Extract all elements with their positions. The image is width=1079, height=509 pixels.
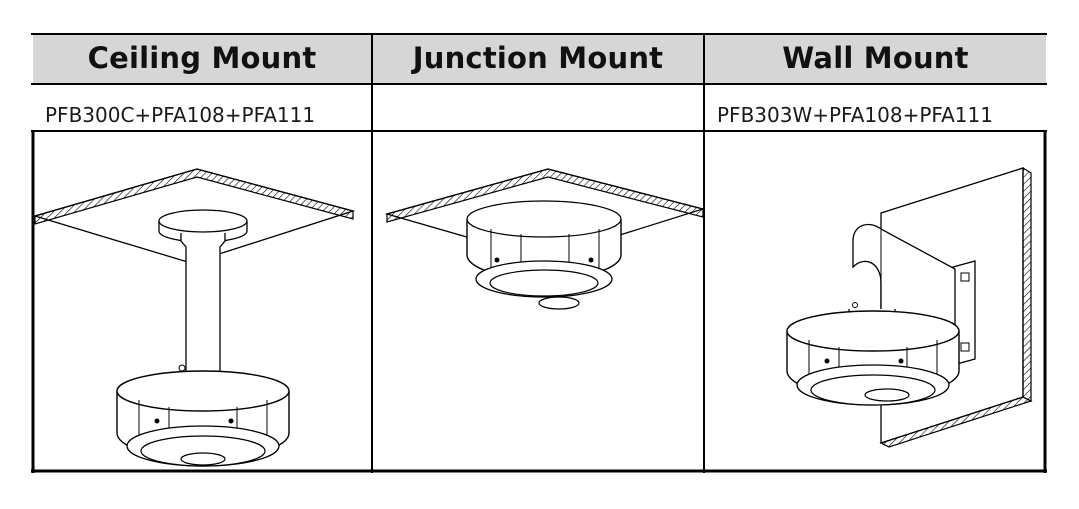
header-ceiling-mount: Ceiling Mount	[33, 33, 371, 83]
table-grid	[31, 33, 1047, 473]
mount-table: Ceiling Mount Junction Mount Wall Mount …	[31, 33, 1047, 473]
ceiling-mount-camera-icon	[32, 168, 356, 467]
header-wall-mount: Wall Mount	[705, 33, 1046, 83]
model-wall-mount: PFB303W+PFA108+PFA111	[717, 103, 993, 127]
junction-mount-camera-icon	[384, 168, 703, 310]
header-junction-mount: Junction Mount	[373, 33, 703, 83]
wall-mount-camera-icon	[786, 166, 1033, 448]
model-ceiling-mount: PFB300C+PFA108+PFA111	[45, 103, 316, 127]
